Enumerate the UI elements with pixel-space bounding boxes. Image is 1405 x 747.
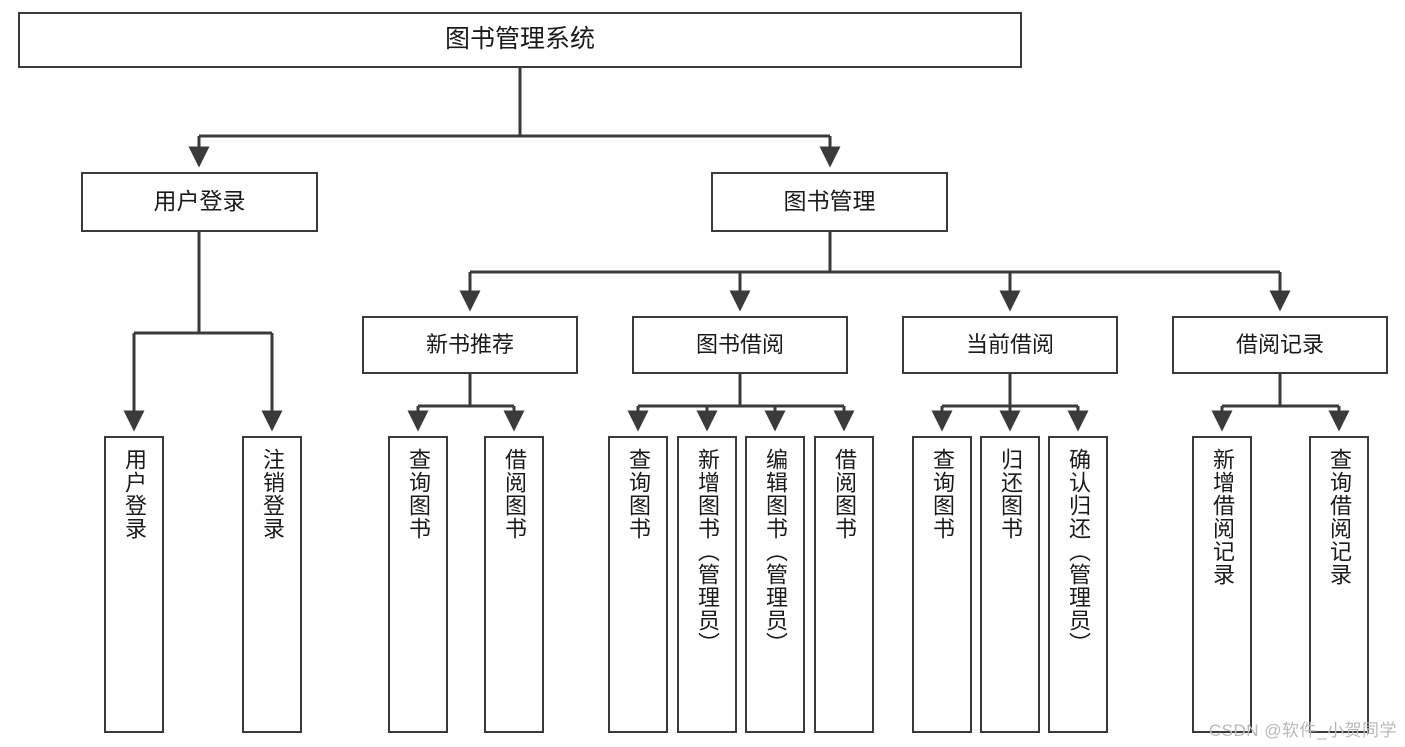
node-root-label: 图书管理系统 xyxy=(444,25,595,54)
node-new-book-recommendation[interactable]: 新书推荐 xyxy=(362,316,578,374)
leaf-logout[interactable]: 注销登录 xyxy=(242,436,302,733)
leaf-borrow-books-recommend-label: 借阅图书 xyxy=(501,448,527,540)
node-root-library-management-system[interactable]: 图书管理系统 xyxy=(18,12,1022,68)
leaf-edit-book-admin-label: 编辑图书（管理员） xyxy=(762,448,788,655)
leaf-edit-book-admin[interactable]: 编辑图书（管理员） xyxy=(745,436,805,733)
leaf-query-books-current[interactable]: 查询图书 xyxy=(912,436,972,733)
leaf-return-books[interactable]: 归还图书 xyxy=(980,436,1040,733)
leaf-borrow-books-label: 借阅图书 xyxy=(831,448,857,540)
leaf-query-books-recommend-label: 查询图书 xyxy=(405,448,431,540)
leaf-add-book-admin-label: 新增图书（管理员） xyxy=(694,448,720,655)
node-book-management-label: 图书管理 xyxy=(783,188,876,215)
node-book-borrowing-label: 图书借阅 xyxy=(695,332,784,358)
csdn-watermark: CSDN @软件_小贺同学 xyxy=(1208,721,1397,740)
node-borrowing-records-label: 借阅记录 xyxy=(1235,332,1324,358)
leaf-borrow-books[interactable]: 借阅图书 xyxy=(814,436,874,733)
leaf-return-books-label: 归还图书 xyxy=(997,448,1023,540)
leaf-query-books-borrow[interactable]: 查询图书 xyxy=(608,436,668,733)
node-user-login[interactable]: 用户登录 xyxy=(81,172,318,232)
node-user-login-label: 用户登录 xyxy=(153,188,246,215)
leaf-borrow-books-recommend[interactable]: 借阅图书 xyxy=(484,436,544,733)
leaf-logout-label: 注销登录 xyxy=(259,448,285,540)
leaf-user-login[interactable]: 用户登录 xyxy=(104,436,164,733)
leaf-add-borrow-record[interactable]: 新增借阅记录 xyxy=(1192,436,1252,733)
leaf-query-books-current-label: 查询图书 xyxy=(929,448,955,540)
leaf-add-book-admin[interactable]: 新增图书（管理员） xyxy=(677,436,737,733)
leaf-confirm-return-admin-label: 确认归还（管理员） xyxy=(1065,448,1091,655)
leaf-add-borrow-record-label: 新增借阅记录 xyxy=(1209,448,1235,586)
leaf-query-books-recommend[interactable]: 查询图书 xyxy=(388,436,448,733)
node-current-borrowing-label: 当前借阅 xyxy=(965,332,1054,358)
leaf-query-books-borrow-label: 查询图书 xyxy=(625,448,651,540)
leaf-query-borrow-record-label: 查询借阅记录 xyxy=(1326,448,1352,586)
leaf-confirm-return-admin[interactable]: 确认归还（管理员） xyxy=(1048,436,1108,733)
node-book-management[interactable]: 图书管理 xyxy=(711,172,948,232)
node-borrowing-records[interactable]: 借阅记录 xyxy=(1172,316,1388,374)
leaf-query-borrow-record[interactable]: 查询借阅记录 xyxy=(1309,436,1369,733)
node-new-book-recommendation-label: 新书推荐 xyxy=(425,332,514,358)
leaf-user-login-label: 用户登录 xyxy=(121,448,147,540)
node-book-borrowing[interactable]: 图书借阅 xyxy=(632,316,848,374)
node-current-borrowing[interactable]: 当前借阅 xyxy=(902,316,1118,374)
